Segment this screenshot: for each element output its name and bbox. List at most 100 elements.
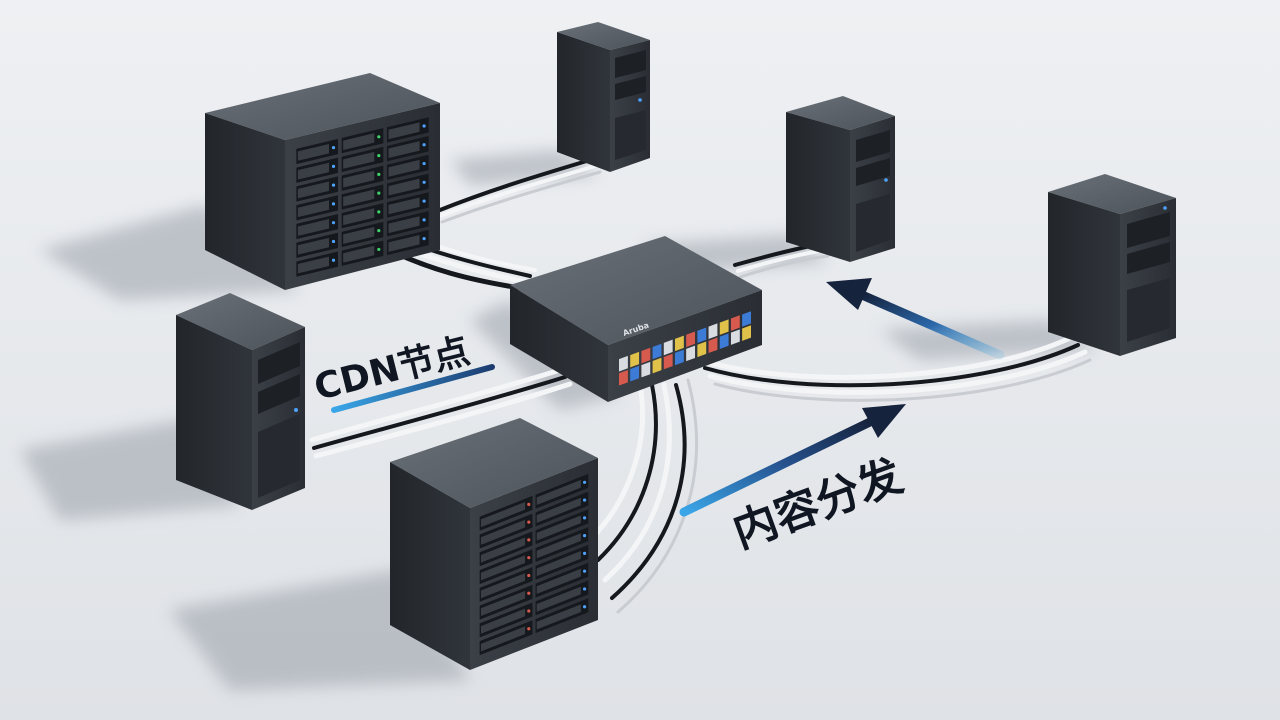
switch-ports xyxy=(619,311,751,386)
drive-bay-grille xyxy=(388,197,420,215)
drive-bay-grille xyxy=(343,208,375,226)
ethernet-port xyxy=(742,325,751,341)
drive-bay-grille xyxy=(480,519,526,545)
drive-bay-grille xyxy=(480,590,526,616)
ethernet-port xyxy=(652,357,662,374)
drive-bay-grille xyxy=(343,133,375,151)
cdn-node-underline xyxy=(331,364,495,413)
ethernet-port xyxy=(697,341,707,358)
ethernet-port xyxy=(708,337,718,354)
status-led xyxy=(422,143,426,147)
status-led xyxy=(582,587,587,591)
ethernet-port xyxy=(663,353,673,370)
status-led xyxy=(527,609,531,613)
ethernet-port xyxy=(719,333,729,349)
arrow-up-left xyxy=(826,278,1005,360)
drive-bay-grille xyxy=(343,245,375,263)
rack-server-bottom xyxy=(390,418,598,670)
status-led xyxy=(377,247,381,252)
status-led xyxy=(377,229,381,233)
drive-bay-grille xyxy=(297,219,329,236)
status-led xyxy=(527,502,531,506)
ethernet-port xyxy=(697,327,707,344)
drive-bay-grille xyxy=(536,533,581,559)
status-led xyxy=(331,183,336,187)
tower-server-middle-right xyxy=(786,96,895,262)
drive-bay-grille xyxy=(297,256,329,274)
ethernet-port xyxy=(730,329,740,345)
ethernet-port xyxy=(686,345,696,362)
drive-bay-grille xyxy=(536,568,581,594)
status-led xyxy=(527,627,531,631)
drive-bay-grille xyxy=(343,227,375,244)
status-led xyxy=(527,556,531,560)
status-led xyxy=(331,221,336,225)
ethernet-port xyxy=(641,361,651,378)
ethernet-port xyxy=(674,335,684,352)
ethernet-port xyxy=(652,343,662,360)
ethernet-port xyxy=(674,349,684,366)
status-led xyxy=(377,135,381,139)
drive-bays xyxy=(479,473,589,656)
drive-bay-grille xyxy=(480,537,526,563)
status-led xyxy=(422,124,426,128)
drive-bay-grille xyxy=(536,497,581,523)
status-led xyxy=(422,161,426,166)
drive-bay-grille xyxy=(297,143,329,161)
drive-bay-grille xyxy=(297,181,329,199)
drive-bay-grille xyxy=(388,178,420,196)
drive-bay-grille xyxy=(343,151,375,169)
status-led xyxy=(582,569,587,573)
status-led xyxy=(422,180,426,184)
drive-bay-grille xyxy=(480,608,526,634)
status-led xyxy=(377,172,381,176)
drive-bay-grille xyxy=(297,200,329,218)
status-led xyxy=(331,258,336,262)
status-led xyxy=(422,237,426,241)
status-led xyxy=(331,239,336,244)
status-led xyxy=(582,534,587,538)
arrow-up-right xyxy=(679,404,906,517)
drive-bay-grille xyxy=(536,479,581,506)
ethernet-port xyxy=(663,339,673,356)
drive-bay-grille xyxy=(536,586,581,612)
drive-bay-grille xyxy=(388,122,420,140)
status-led xyxy=(527,591,531,595)
drive-bay-grille xyxy=(297,237,329,255)
drive-bay-grille xyxy=(536,551,581,577)
status-led xyxy=(582,498,587,502)
tower-server-top xyxy=(557,22,650,172)
drive-bay-grille xyxy=(297,162,329,180)
drive-bay-grille xyxy=(388,234,420,252)
network-switch: Aruba xyxy=(510,236,762,402)
tower-server-far-right xyxy=(1048,174,1176,356)
status-led xyxy=(582,516,587,520)
status-led xyxy=(582,605,587,609)
ethernet-port xyxy=(619,370,628,386)
status-led xyxy=(527,538,531,542)
drive-bay-grille xyxy=(388,159,420,177)
status-led xyxy=(422,218,426,222)
ethernet-port xyxy=(641,347,651,364)
drive-bay-grille xyxy=(388,216,420,234)
drive-bay-grille xyxy=(343,170,375,188)
status-led xyxy=(527,573,531,578)
drive-bay-grille xyxy=(536,604,581,630)
status-led xyxy=(331,164,336,168)
status-led xyxy=(527,520,531,524)
tower-server-left xyxy=(176,293,305,510)
drive-bay-grille xyxy=(480,626,526,652)
drive-bay-grille xyxy=(388,141,420,158)
drive-bay-grille xyxy=(480,573,526,599)
status-led xyxy=(331,145,336,150)
ethernet-port xyxy=(719,319,729,335)
drive-bay-grille xyxy=(536,515,581,541)
status-led xyxy=(582,480,587,484)
drive-bays xyxy=(296,117,429,277)
drive-bay-grille xyxy=(343,189,375,207)
status-led xyxy=(377,153,381,158)
ethernet-port xyxy=(742,311,751,327)
status-led xyxy=(422,199,426,203)
drive-bay-grille xyxy=(480,501,526,528)
